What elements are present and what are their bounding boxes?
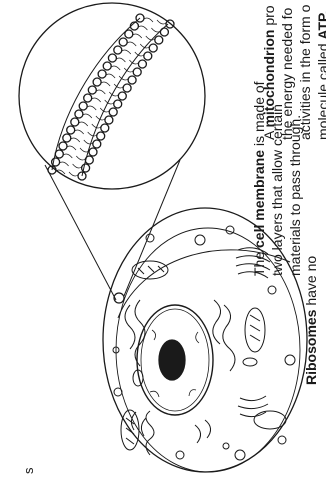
phospholipid-head <box>79 102 87 110</box>
mito-line-4: molecule called ATP. <box>314 5 326 140</box>
phospholipid-head <box>88 86 96 94</box>
mitochondrion-label: A mitochondrion pro the energy needed fo… <box>260 5 326 140</box>
phospholipid-head <box>52 158 60 166</box>
phospholipid-tail <box>67 146 89 152</box>
phospholipid-head <box>89 148 97 156</box>
phospholipid-head <box>82 164 90 172</box>
phospholipid-head <box>108 54 116 62</box>
phospholipid-head <box>101 124 109 132</box>
phospholipid-head <box>67 126 75 134</box>
phospholipid-head <box>98 70 106 78</box>
phospholipid-head <box>125 30 133 38</box>
mito-line-3: activities in the form o <box>296 5 314 140</box>
phospholipid-tail <box>71 138 93 144</box>
phospholipid-tail <box>96 90 118 96</box>
phospholipid-head <box>85 156 93 164</box>
phospholipid-tail <box>127 42 149 48</box>
phospholipid-head <box>119 38 127 46</box>
mito-line-1: A mitochondrion pro <box>260 5 278 140</box>
edge-fragment-text: s <box>20 468 38 475</box>
phospholipid-tail <box>138 26 160 32</box>
phospholipid-head <box>114 46 122 54</box>
phospholipid-head <box>55 150 63 158</box>
mitochondria <box>121 261 286 450</box>
phospholipid-head <box>105 116 113 124</box>
phospholipid-head <box>93 140 101 148</box>
phospholipid-head <box>133 68 141 76</box>
phospholipid-head <box>144 52 152 60</box>
phospholipid-tail <box>101 82 123 88</box>
phospholipid-head <box>149 44 157 52</box>
phospholipid-head <box>93 78 101 86</box>
phospholipid-tail <box>133 34 155 40</box>
phospholipid-head <box>97 132 105 140</box>
phospholipid-head <box>118 92 126 100</box>
phospholipid-head <box>114 100 122 108</box>
ribosomes-label: Ribosomes have no <box>302 256 320 385</box>
phospholipid-head <box>71 118 79 126</box>
phospholipid-head <box>155 36 163 44</box>
phospholipid-head <box>138 60 146 68</box>
phospholipid-head <box>84 94 92 102</box>
nucleus <box>137 305 213 415</box>
membrane-magnified-view <box>19 3 205 189</box>
phospholipid-tail <box>92 98 114 104</box>
phospholipid-head <box>128 76 136 84</box>
phospholipid-head <box>103 62 111 70</box>
phospholipid-tail <box>106 74 128 80</box>
phospholipid-tail <box>60 162 82 168</box>
phospholipid-head <box>123 84 131 92</box>
phospholipid-head <box>59 142 67 150</box>
phospholipid-head <box>63 134 71 142</box>
phospholipid-head <box>75 110 83 118</box>
phospholipid-tail <box>63 154 85 160</box>
phospholipid-head <box>109 108 117 116</box>
mito-line-2: the energy needed fo <box>278 5 296 140</box>
phospholipid-tail <box>144 18 166 24</box>
phospholipid-head <box>160 28 168 36</box>
nucleolus <box>159 340 185 380</box>
